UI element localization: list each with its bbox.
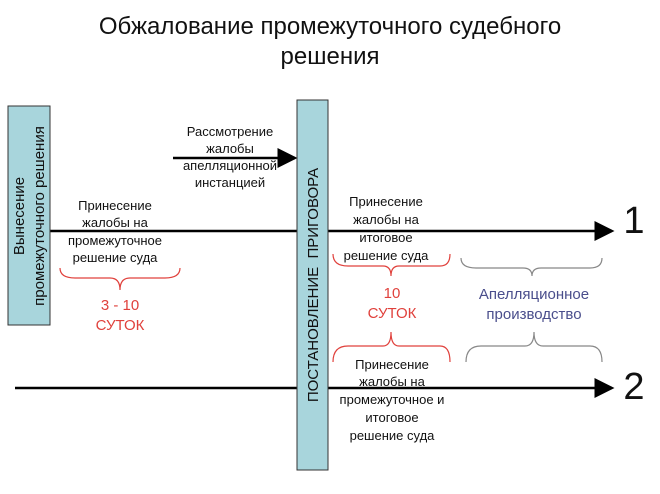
- left-box-line-2: промежуточного решения: [31, 126, 48, 306]
- left-box-line-1: Вынесение: [11, 177, 28, 255]
- final-term-brace-bottom: [332, 331, 451, 363]
- interim-appeal-line: жалобы на: [82, 215, 148, 230]
- title-line-2: решения: [281, 43, 380, 70]
- final-appeal-line: решение суда: [344, 248, 430, 263]
- both-appeal-line: промежуточное и: [340, 392, 445, 407]
- appellate-line-2: производство: [486, 306, 581, 323]
- interim-term-days: 3 - 10: [101, 297, 139, 314]
- final-appeal-line: жалобы на: [353, 212, 419, 227]
- appellate-line-1: Апелляционное: [479, 286, 589, 303]
- final-term-unit: СУТОК: [368, 305, 417, 322]
- review-line: инстанцией: [195, 175, 265, 190]
- final-term-days: 10: [384, 285, 401, 302]
- verdict-label: ПОСТАНОВЛЕНИЕ ПРИГОВОРА: [305, 168, 322, 402]
- appellate-brace-top: [460, 257, 603, 277]
- review-line: апелляционной: [183, 158, 277, 173]
- interim-term-unit: СУТОК: [96, 317, 145, 334]
- both-appeal-line: жалобы на: [359, 374, 425, 389]
- title-line-1: Обжалование промежуточного судебного: [99, 13, 561, 40]
- path-label-1: 1: [623, 200, 644, 242]
- interim-term-brace: [59, 267, 181, 291]
- both-appeal-line: Принесение: [355, 357, 429, 372]
- final-appeal-line: Принесение: [349, 194, 423, 209]
- interim-appeal-line: решение суда: [73, 250, 159, 265]
- verdict-box: [296, 99, 329, 471]
- both-appeal-line: решение суда: [350, 428, 436, 443]
- interim-appeal-line: промежуточное: [68, 233, 162, 248]
- appellate-brace-bottom: [465, 331, 603, 363]
- interim-appeal-line: Принесение: [78, 198, 152, 213]
- final-term-brace-top: [332, 253, 451, 277]
- both-appeal-line: итоговое: [365, 410, 418, 425]
- interim-decision-box: [7, 105, 51, 326]
- path-label-2: 2: [623, 366, 644, 408]
- review-line: Рассмотрение: [187, 124, 273, 139]
- review-line: жалобы: [206, 141, 254, 156]
- final-appeal-line: итоговое: [359, 230, 412, 245]
